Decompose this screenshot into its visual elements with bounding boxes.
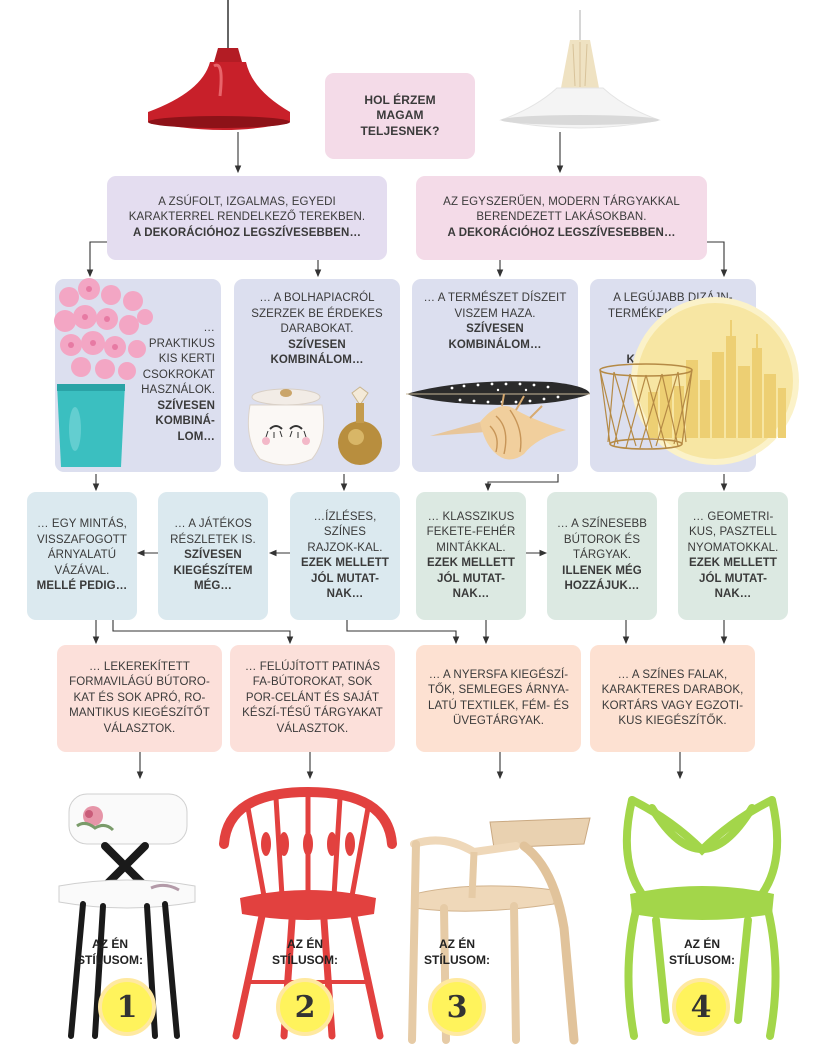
result-text: … A SZÍNES FALAK, KARAKTERES DARABOK, KO… (601, 668, 744, 728)
question-line-1: HOL ÉRZEM (364, 92, 436, 107)
red-pendant-lamp-icon (148, 0, 290, 130)
answer-bold: A DEKORÁCIÓHOZ LEGSZÍVESEBBEN… (132, 226, 362, 239)
style-label-line: STÍLUSOM: (77, 953, 143, 967)
green-masters-chair-icon (622, 796, 782, 1040)
style-number-badge-1: 1 (98, 978, 156, 1036)
style-label-1: AZ ÉN STÍLUSOM: (65, 936, 155, 968)
style-number-badge-2: 2 (276, 978, 334, 1036)
seashell-icon (430, 393, 566, 460)
result-colorful-walls: … A SZÍNES FALAK, KARAKTERES DARABOK, KO… (590, 645, 755, 752)
combo-colorful-furniture: … A SZÍNESEBB BÚTOROK ÉS TÁRGYAK. ILLENE… (547, 492, 657, 620)
style-label-3: AZ ÉN STÍLUSOM: (412, 936, 502, 968)
answer-bold: A DEKORÁCIÓHOZ LEGSZÍVESEBBEN… (447, 226, 676, 239)
style-number-badge-3: 3 (428, 978, 486, 1036)
combo-text: … EGY MINTÁS, VISSZAFOGOTT ÁRNYALATÚ VÁZ… (36, 518, 127, 577)
question-box: HOL ÉRZEM MAGAM TELJESNEK? (325, 73, 475, 159)
combo-patterned-vase: … EGY MINTÁS, VISSZAFOGOTT ÁRNYALATÚ VÁZ… (27, 492, 137, 620)
result-patinated-wood: … FELÚJÍTOTT PATINÁS FA-BÚTOROKAT, SOK P… (230, 645, 395, 752)
decor-nature: … A TERMÉSZET DÍSZEIT VISZEM HAZA. SZÍVE… (412, 279, 578, 472)
city-skyline-plate-icon (631, 297, 799, 465)
combo-geometric-prints: … GEOMETRI-KUS, PASZTELL NYOMATOKKAL. EZ… (678, 492, 788, 620)
question-line-3: TELJESNEK? (360, 123, 440, 138)
combo-playful-details: … A JÁTÉKOS RÉSZLETEK IS. SZÍVESEN KIEGÉ… (158, 492, 268, 620)
style-label-line: AZ ÉN (92, 937, 128, 951)
style-label-line: STÍLUSOM: (272, 953, 338, 967)
decor-text: … A TERMÉSZET DÍSZEIT VISZEM HAZA. (423, 292, 567, 320)
white-pendant-lamp-icon (499, 10, 661, 129)
answer-modern-flats: AZ EGYSZERŰEN, MODERN TÁRGYAKKAL BERENDE… (416, 176, 707, 260)
style-label-line: STÍLUSOM: (424, 953, 490, 967)
red-windsor-chair-icon (219, 786, 397, 1040)
porcelain-sugar-bowl-icon (247, 386, 382, 466)
combo-colorful-drawings: …ÍZLÉSES, SZÍNES RAJZOK-KAL. EZEK MELLET… (290, 492, 400, 620)
result-romantic: … LEKEREKÍTETT FORMAVILÁGÚ BÚTORO-KAT ÉS… (57, 645, 222, 752)
combo-text: … GEOMETRI-KUS, PASZTELL NYOMATOKKAL. (687, 510, 779, 554)
style-number-badge-4: 4 (672, 978, 730, 1036)
wooden-chair-icon (408, 817, 591, 1045)
style-label-line: STÍLUSOM: (669, 953, 735, 967)
answer-crowded-spaces: A ZSÚFOLT, IZGALMAS, EGYEDI KARAKTERREL … (107, 176, 387, 260)
decor-text: … PRAKTIKUS KIS KERTI CSOKROKAT HASZNÁLO… (141, 322, 215, 396)
combo-black-white-patterns: … KLASSZIKUS FEKETE-FEHÉR MINTÁKKAL. EZE… (416, 492, 526, 620)
style-label-line: AZ ÉN (287, 937, 323, 951)
feather-icon (406, 381, 590, 405)
decor-bold: SZÍVESEN KOMBINÁLOM… (448, 323, 542, 351)
combo-bold: MELLÉ PEDIG… (36, 580, 128, 593)
result-text: … FELÚJÍTOTT PATINÁS FA-BÚTOROKAT, SOK P… (242, 660, 383, 735)
combo-bold: SZÍVESEN KIEGÉSZÍTEM MÉG… (173, 549, 253, 593)
decor-bold: SZÍVESEN KOMBINÁ-LOM… (155, 399, 215, 443)
combo-bold: ILLENEK MÉG HOZZÁJUK… (562, 564, 642, 593)
combo-text: … A SZÍNESEBB BÚTOROK ÉS TÁRGYAK. (556, 518, 648, 562)
x-leg-chair-icon (58, 793, 196, 1039)
style-label-4: AZ ÉN STÍLUSOM: (657, 936, 747, 968)
combo-bold: EZEK MELLETT JÓL MUTAT-NAK… (426, 557, 516, 600)
flower-vase-icon (54, 278, 153, 467)
combo-bold: EZEK MELLETT JÓL MUTAT-NAK… (300, 557, 390, 600)
result-raw-wood: … A NYERSFA KIEGÉSZÍ-TŐK, SEMLEGES ÁRNYA… (416, 645, 581, 752)
decor-bold: SZÍVESEN KOMBINÁLOM… (270, 338, 364, 367)
style-label-line: AZ ÉN (684, 937, 720, 951)
answer-text: AZ EGYSZERŰEN, MODERN TÁRGYAKKAL BERENDE… (443, 195, 680, 224)
style-label-line: AZ ÉN (439, 937, 475, 951)
combo-text: … KLASSZIKUS FEKETE-FEHÉR MINTÁKKAL. (426, 510, 516, 554)
style-label-2: AZ ÉN STÍLUSOM: (260, 936, 350, 968)
question-line-2: MAGAM (376, 108, 424, 123)
result-text: … LEKEREKÍTETT FORMAVILÁGÚ BÚTORO-KAT ÉS… (69, 660, 210, 735)
result-text: … A NYERSFA KIEGÉSZÍ-TŐK, SEMLEGES ÁRNYA… (427, 668, 570, 728)
wire-basket-icon (599, 363, 693, 450)
combo-text: … A JÁTÉKOS RÉSZLETEK IS. (170, 518, 256, 546)
decor-text: … A BOLHAPIACRÓL SZERZEK BE ÉRDEKES DARA… (251, 292, 383, 335)
answer-text: A ZSÚFOLT, IZGALMAS, EGYEDI KARAKTERREL … (128, 195, 366, 224)
combo-text: …ÍZLÉSES, SZÍNES RAJZOK-KAL. (307, 510, 383, 554)
combo-bold: EZEK MELLETT JÓL MUTAT-NAK… (688, 557, 778, 600)
